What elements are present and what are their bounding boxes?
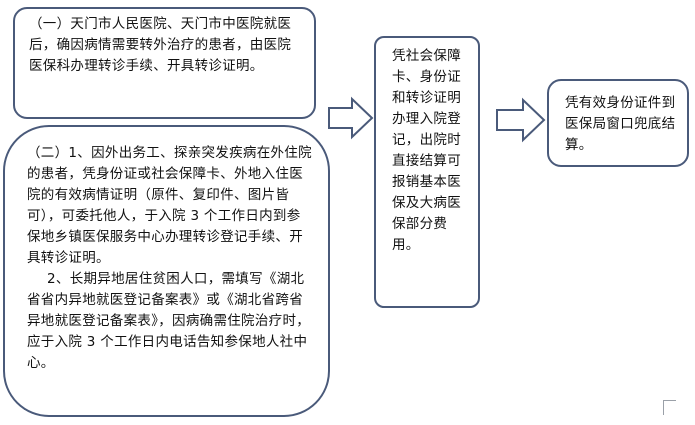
city-hospital-box: （一）天门市人民医院、天门市中医院就医后，确因病情需要转外治疗的患者，由医院医保… (13, 7, 316, 119)
final-settlement-text: 凭有效身份证件到医保局窗口兜底结算。 (565, 95, 676, 153)
flow-arrow-2 (496, 97, 546, 143)
outside-conditions-para2: 2、长期异地居住贫困人口，需填写《湖北省省内异地就医登记备案表》或《湖北省跨省异… (27, 271, 311, 371)
page-corner-mark-right (663, 400, 676, 415)
final-settlement-box: 凭有效身份证件到医保局窗口兜底结算。 (547, 79, 689, 167)
outside-conditions-box: （二）1、因外出务工、探亲突发疾病在外住院的患者，凭身份证或社会保障卡、外地入住… (3, 125, 330, 417)
settlement-text: 凭社会保障卡、身份证和转诊证明办理入院登记，出院时直接结算可报销基本医保及大病医… (392, 48, 461, 253)
outside-conditions-para1: （二）1、因外出务工、探亲突发疾病在外住院的患者，凭身份证或社会保障卡、外地入住… (27, 145, 312, 266)
settlement-box: 凭社会保障卡、身份证和转诊证明办理入院登记，出院时直接结算可报销基本医保及大病医… (374, 36, 480, 308)
flow-arrow-1 (328, 96, 374, 140)
city-hospital-text: （一）天门市人民医院、天门市中医院就医后，确因病情需要转外治疗的患者，由医院医保… (29, 16, 292, 74)
